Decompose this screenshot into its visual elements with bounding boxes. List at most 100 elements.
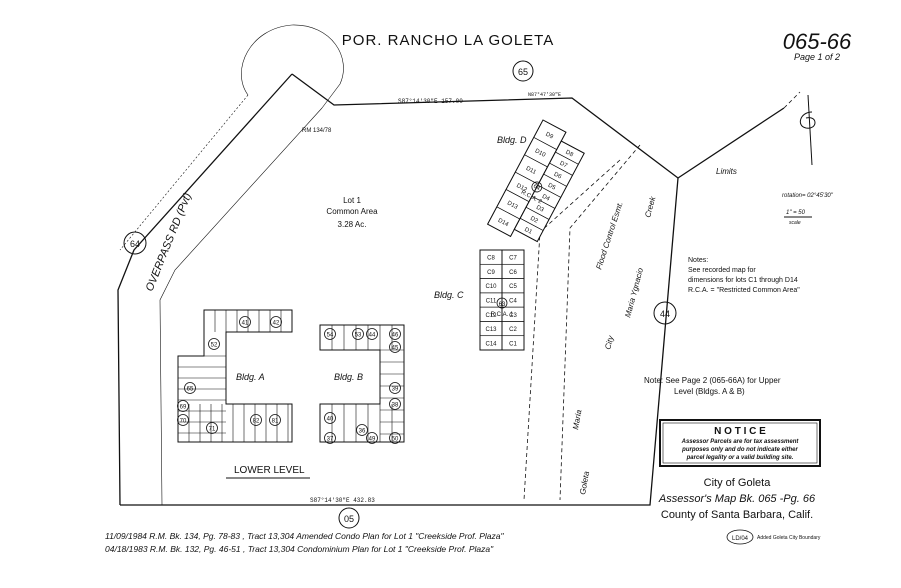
stamp-code: LD/04	[732, 536, 749, 542]
parcel-circle	[239, 316, 251, 328]
parcel-number: 41	[242, 321, 249, 327]
bldg-d-unit: D6	[553, 172, 563, 181]
limits-label: Limits	[716, 167, 737, 176]
parcel-circle	[356, 424, 368, 436]
top-right-bearing: N87°47'30"E	[528, 92, 561, 98]
page-of-label: Page 1 of 2	[794, 52, 840, 62]
overpass-road-label: OVERPASS RD (Pvt)	[144, 191, 195, 293]
parcel-circle	[352, 328, 364, 340]
scale-value: 1" = 50	[786, 210, 806, 216]
notice-line-2: purposes only and do not indicate either	[681, 447, 798, 453]
overpass-road	[117, 24, 344, 506]
svg-text:65: 65	[518, 67, 528, 77]
note2-line-1: Note: See Page 2 (065-66A) for Upper	[644, 376, 781, 385]
parcel-circle	[270, 316, 282, 328]
building-a-label: Bldg. A	[236, 372, 265, 382]
footer-book: Assessor's Map Bk. 065 -Pg. 66	[658, 493, 816, 505]
parcel-circle	[208, 338, 220, 350]
bldg-c-unit: C3	[509, 313, 517, 319]
footer-city: City of Goleta	[704, 477, 772, 489]
parcel-number: 81	[272, 419, 279, 425]
bldg-c-unit: C1	[509, 341, 517, 347]
parcel-circle	[184, 382, 196, 394]
rotation-label: rotation= 02°45'30"	[782, 193, 834, 199]
bldg-d-unit: D12	[515, 183, 528, 194]
parcel-number: 71	[209, 427, 216, 433]
maria-label: Maria	[571, 409, 583, 431]
notes-line-2: dimensions for lots C1 through D14	[688, 277, 798, 284]
bldg-d-unit: D3	[535, 205, 545, 214]
parcel-number: 40	[327, 417, 334, 423]
parcel-circle	[389, 398, 401, 410]
parcel-circle	[250, 414, 262, 426]
lot-acreage: 3.28 Ac.	[338, 220, 367, 229]
parcel-number: 52	[211, 343, 218, 349]
bldg-d-unit: D9	[544, 132, 554, 141]
footer-history-1: 11/09/1984 R.M. Bk. 134, Pg. 78-83 , Tra…	[105, 531, 505, 541]
bldg-c-unit: C6	[509, 270, 517, 276]
bldg-c-unit: C4	[509, 299, 517, 305]
parcel-number: 39	[392, 387, 399, 393]
notice-title: N O T I C E	[714, 426, 766, 437]
bldg-d-unit: D7	[558, 161, 568, 170]
bottom-bearing: S87°14'30"E 432.83	[310, 497, 375, 504]
city-label: City	[603, 334, 616, 351]
bldg-c-unit: C8	[487, 256, 495, 262]
parcel-number: 82	[253, 419, 260, 425]
parcel-number: 42	[273, 321, 280, 327]
parcel-number: 44	[369, 333, 376, 339]
footer-county: County of Santa Barbara, Calif.	[661, 509, 813, 521]
building-c-label: Bldg. C	[434, 290, 464, 300]
parcel-circle	[324, 432, 336, 444]
svg-text:44: 44	[660, 309, 670, 319]
flood-control-label: Flood Control Esmt.	[594, 201, 624, 271]
bldg-d-unit: D5	[547, 183, 557, 192]
bldg-d-unit: D8	[564, 150, 574, 159]
svg-text:64: 64	[130, 239, 140, 249]
parcel-circle	[389, 341, 401, 353]
circle-44: 44	[653, 301, 677, 325]
parcel-number: 49	[369, 437, 376, 443]
notes-title: Notes:	[688, 257, 708, 264]
parcel-number: 36	[359, 429, 366, 435]
svg-text:05: 05	[344, 514, 354, 524]
lot-boundary	[120, 73, 801, 506]
rm-reference: RM 134/78	[302, 128, 332, 134]
bldg-d-unit: D10	[534, 148, 547, 159]
parcel-number: 38	[392, 403, 399, 409]
circle-65: 65	[512, 60, 534, 82]
bldg-d-unit: D2	[529, 216, 539, 225]
notice-box: N O T I C E Assessor Parcels are for tax…	[659, 419, 821, 467]
stamp-text: Added Goleta City Boundary	[757, 535, 821, 541]
parcel-circle	[366, 328, 378, 340]
parcel-circle	[206, 422, 218, 434]
footer-history-2: 04/18/1983 R.M. Bk. 132, Pg. 46-51 , Tra…	[105, 544, 494, 554]
bldg-c-unit: C5	[509, 284, 517, 290]
parcel-number: 53	[355, 333, 362, 339]
lot-name: Lot 1	[343, 196, 361, 205]
lot-area-type: Common Area	[326, 207, 378, 216]
bldg-c-unit: C13	[485, 327, 497, 333]
bldg-c-rca: R.C.A. 1	[491, 312, 514, 318]
parcel-number: 54	[327, 333, 334, 339]
circle-64: 64	[123, 231, 147, 255]
notice-line-3: parcel legality or a valid building site…	[686, 455, 794, 461]
parcel-circle	[389, 382, 401, 394]
bldg-c-unit: C11	[486, 299, 497, 305]
parcel-number: 46	[392, 333, 399, 339]
bldg-d-unit: D11	[525, 166, 538, 177]
bldg-d-unit: D4	[541, 194, 551, 203]
lower-level-label: LOWER LEVEL	[234, 465, 305, 476]
goleta-label: Goleta	[578, 470, 591, 495]
notice-line-1: Assessor Parcels are for tax assessment	[681, 439, 800, 445]
bldg-c-unit: C9	[487, 270, 495, 276]
maria-ygnacio-label: Maria Ygnacio	[623, 266, 645, 318]
building-b-label: Bldg. B	[334, 372, 363, 382]
parcel-circle	[324, 328, 336, 340]
notes-line-3: R.C.A. = "Restricted Common Area"	[688, 287, 800, 294]
bldg-d-unit: D14	[497, 218, 510, 229]
